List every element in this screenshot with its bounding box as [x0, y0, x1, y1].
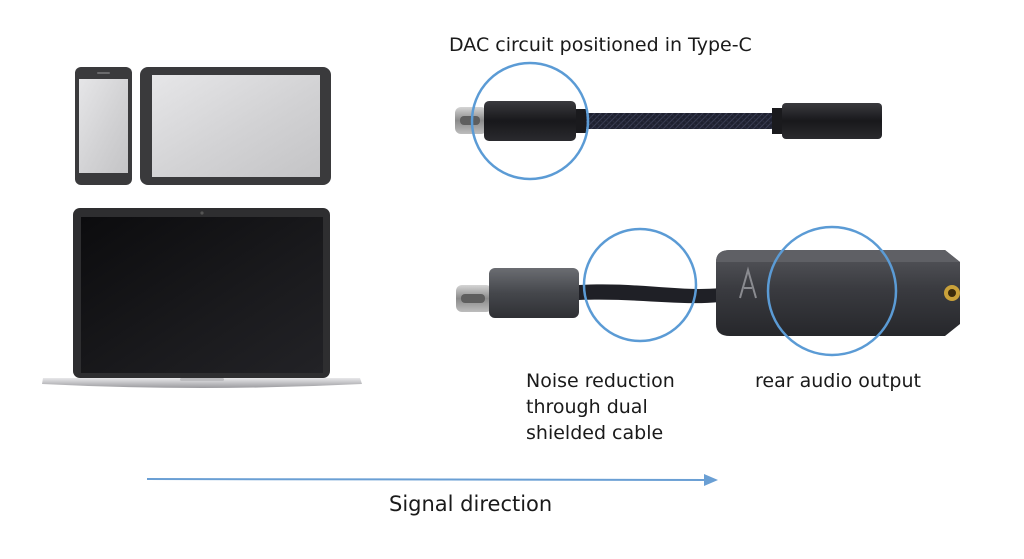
usb-c-dac-amp-icon	[456, 250, 960, 336]
smartphone-icon	[75, 67, 132, 185]
dac-circuit-label: DAC circuit positioned in Type-C	[449, 34, 752, 56]
signal-direction-label: Signal direction	[389, 492, 553, 516]
noise-reduction-line-1: Noise reduction	[526, 370, 675, 392]
noise-reduction-label: Noise reduction through dual shielded ca…	[526, 368, 675, 446]
highlight-circle-dac	[470, 61, 590, 181]
highlight-circle-output	[766, 225, 898, 357]
tablet-icon	[140, 67, 331, 185]
noise-reduction-line-2: through dual	[526, 396, 648, 418]
rear-audio-output-label: rear audio output	[755, 370, 921, 392]
laptop-icon	[42, 208, 362, 388]
arrow-right-icon	[146, 474, 718, 486]
highlight-circle-cable	[582, 227, 698, 343]
usb-c-audio-dongle-icon	[455, 101, 882, 141]
noise-reduction-line-3: shielded cable	[526, 422, 664, 444]
